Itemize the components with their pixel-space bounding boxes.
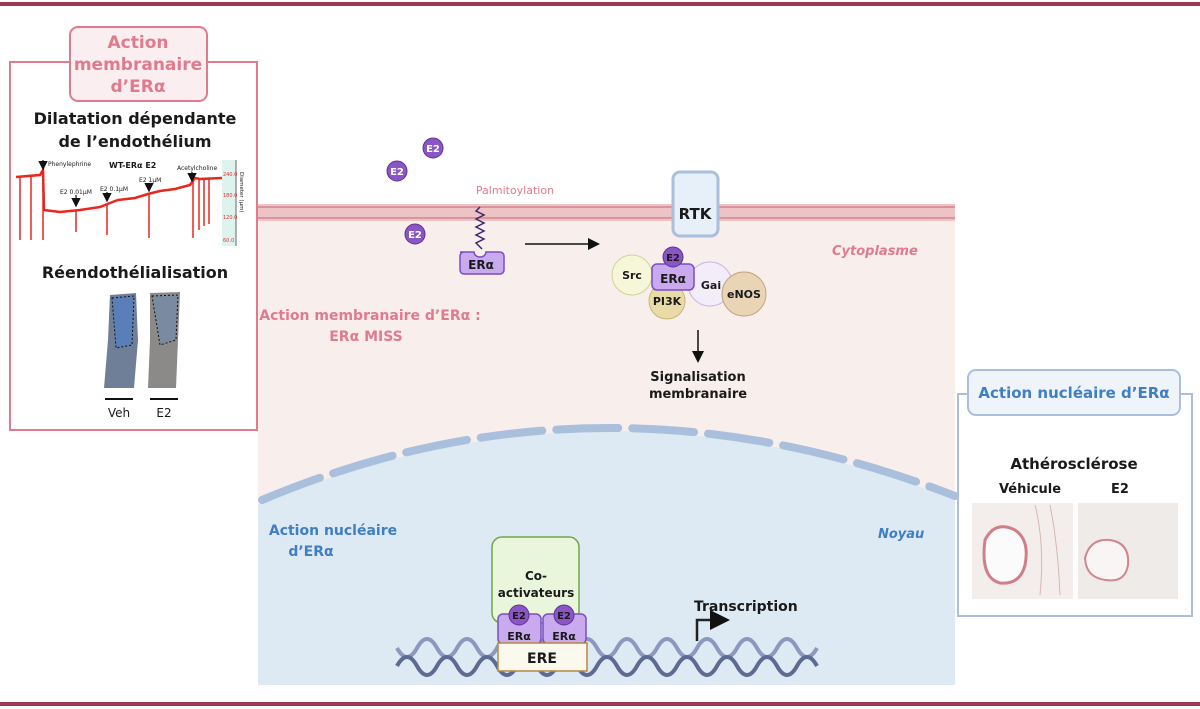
e2-ligand: E2 [386,160,408,182]
svg-text:Co-: Co- [525,569,547,583]
svg-text:ERα: ERα [552,630,576,643]
nuclear-e2-ligand: E2 [508,604,530,626]
tick-120: 120.0 [223,215,237,221]
nuclear-era-receptor: ERα [542,613,587,645]
histology-image-vehicule [972,503,1073,599]
dilatation-title-2: de l’endothélium [58,132,211,151]
palmitoyl-chain [474,206,486,250]
transcription-arrow [695,610,730,641]
tick-180: 180.0 [223,193,237,199]
atherosclerosis-title: Athérosclérose [1010,455,1137,473]
svg-text:ERα: ERα [468,258,494,272]
trace-title: WT-ERα E2 [109,161,156,170]
top-rule [0,2,1200,6]
svg-text:RTK: RTK [679,205,713,223]
membrane-action-1: Action membranaire d’ERα : [259,308,480,324]
vessel-diameter-trace [15,160,237,246]
svg-text:E2: E2 [666,253,680,264]
trace-marker-phenylephrine: Phenylephrine [48,161,91,168]
nuclear-action-2: d’ERα [288,544,334,560]
left-title-2: membranaire [74,55,202,75]
label-e2: E2 [156,406,171,420]
palmitoylation-label: Palmitoylation [476,184,554,197]
svg-text:E2: E2 [426,144,440,155]
nucleus-label: Noyau [878,527,924,542]
svg-text:activateurs: activateurs [498,586,574,600]
svg-text:Src: Src [622,269,642,282]
dna-helix [395,637,819,677]
tick-240: 240.0 [223,172,237,178]
trace-marker-e2-01: E2 0.1µM [100,186,128,193]
plasma-membrane [258,204,955,221]
svg-text:ERα: ERα [660,272,686,286]
label-vehicule: Véhicule [999,482,1061,497]
left-title-3: d’ERα [110,77,165,97]
transcription-label: Transcription [694,599,798,615]
svg-text:ERα: ERα [507,630,531,643]
nucleus [258,431,955,685]
right-title: Action nucléaire d’ERα [978,384,1169,402]
trace-axis-label: Diameter (µm) [238,172,244,213]
nuclear-e2-ligand: E2 [553,604,575,626]
e2-ligand: E2 [404,223,426,245]
coactivators: Co- activateurs [491,536,580,624]
enos-protein: eNOS [721,271,767,317]
tick-60: 60.0 [223,238,234,244]
src-protein: Src [611,254,653,296]
membrane-era-receptor: ERα [459,251,505,275]
signalisation-2: membranaire [649,387,747,402]
svg-text:ERE: ERE [527,651,557,667]
svg-text:eNOS: eNOS [727,288,761,301]
trace-marker-acetylcholine: Acetylcholine [177,165,217,172]
rtk-era-receptor: ERα [651,263,695,291]
svg-text:E2: E2 [512,611,526,622]
cytoplasm-label: Cytoplasme [832,244,918,259]
trace-marker-e2-001: E2 0.01µM [60,189,92,196]
histology-image-e2 [1078,503,1178,599]
svg-text:E2: E2 [408,230,422,241]
reendo-image-veh [104,293,138,388]
membrane-action-2: ERα MISS [329,329,403,345]
reendo-title: Réendothélialisation [42,263,228,282]
right-panel-title-box [967,369,1181,416]
left-title-1: Action [108,33,169,53]
e2-ligand: E2 [422,137,444,159]
reendo-image-e2 [148,292,180,388]
rtk-receptor: RTK [671,170,720,238]
signalisation-1: Signalisation [650,370,745,385]
svg-text:PI3K: PI3K [653,295,682,308]
svg-text:Gai: Gai [701,279,721,292]
nuclear-action-1: Action nucléaire [269,523,397,539]
svg-text:E2: E2 [557,611,571,622]
trace-marker-e2-1: E2 1µM [139,177,161,184]
ere-element: ERE [497,642,588,672]
bottom-rule [0,702,1200,706]
rtk-e2-ligand: E2 [662,246,684,268]
nuclear-envelope [258,424,959,504]
label-e2-right: E2 [1111,482,1129,497]
svg-text:E2: E2 [390,167,404,178]
dilatation-title-1: Dilatation dépendante [34,109,237,128]
label-veh: Veh [108,406,130,420]
left-panel-title-box [69,26,208,102]
